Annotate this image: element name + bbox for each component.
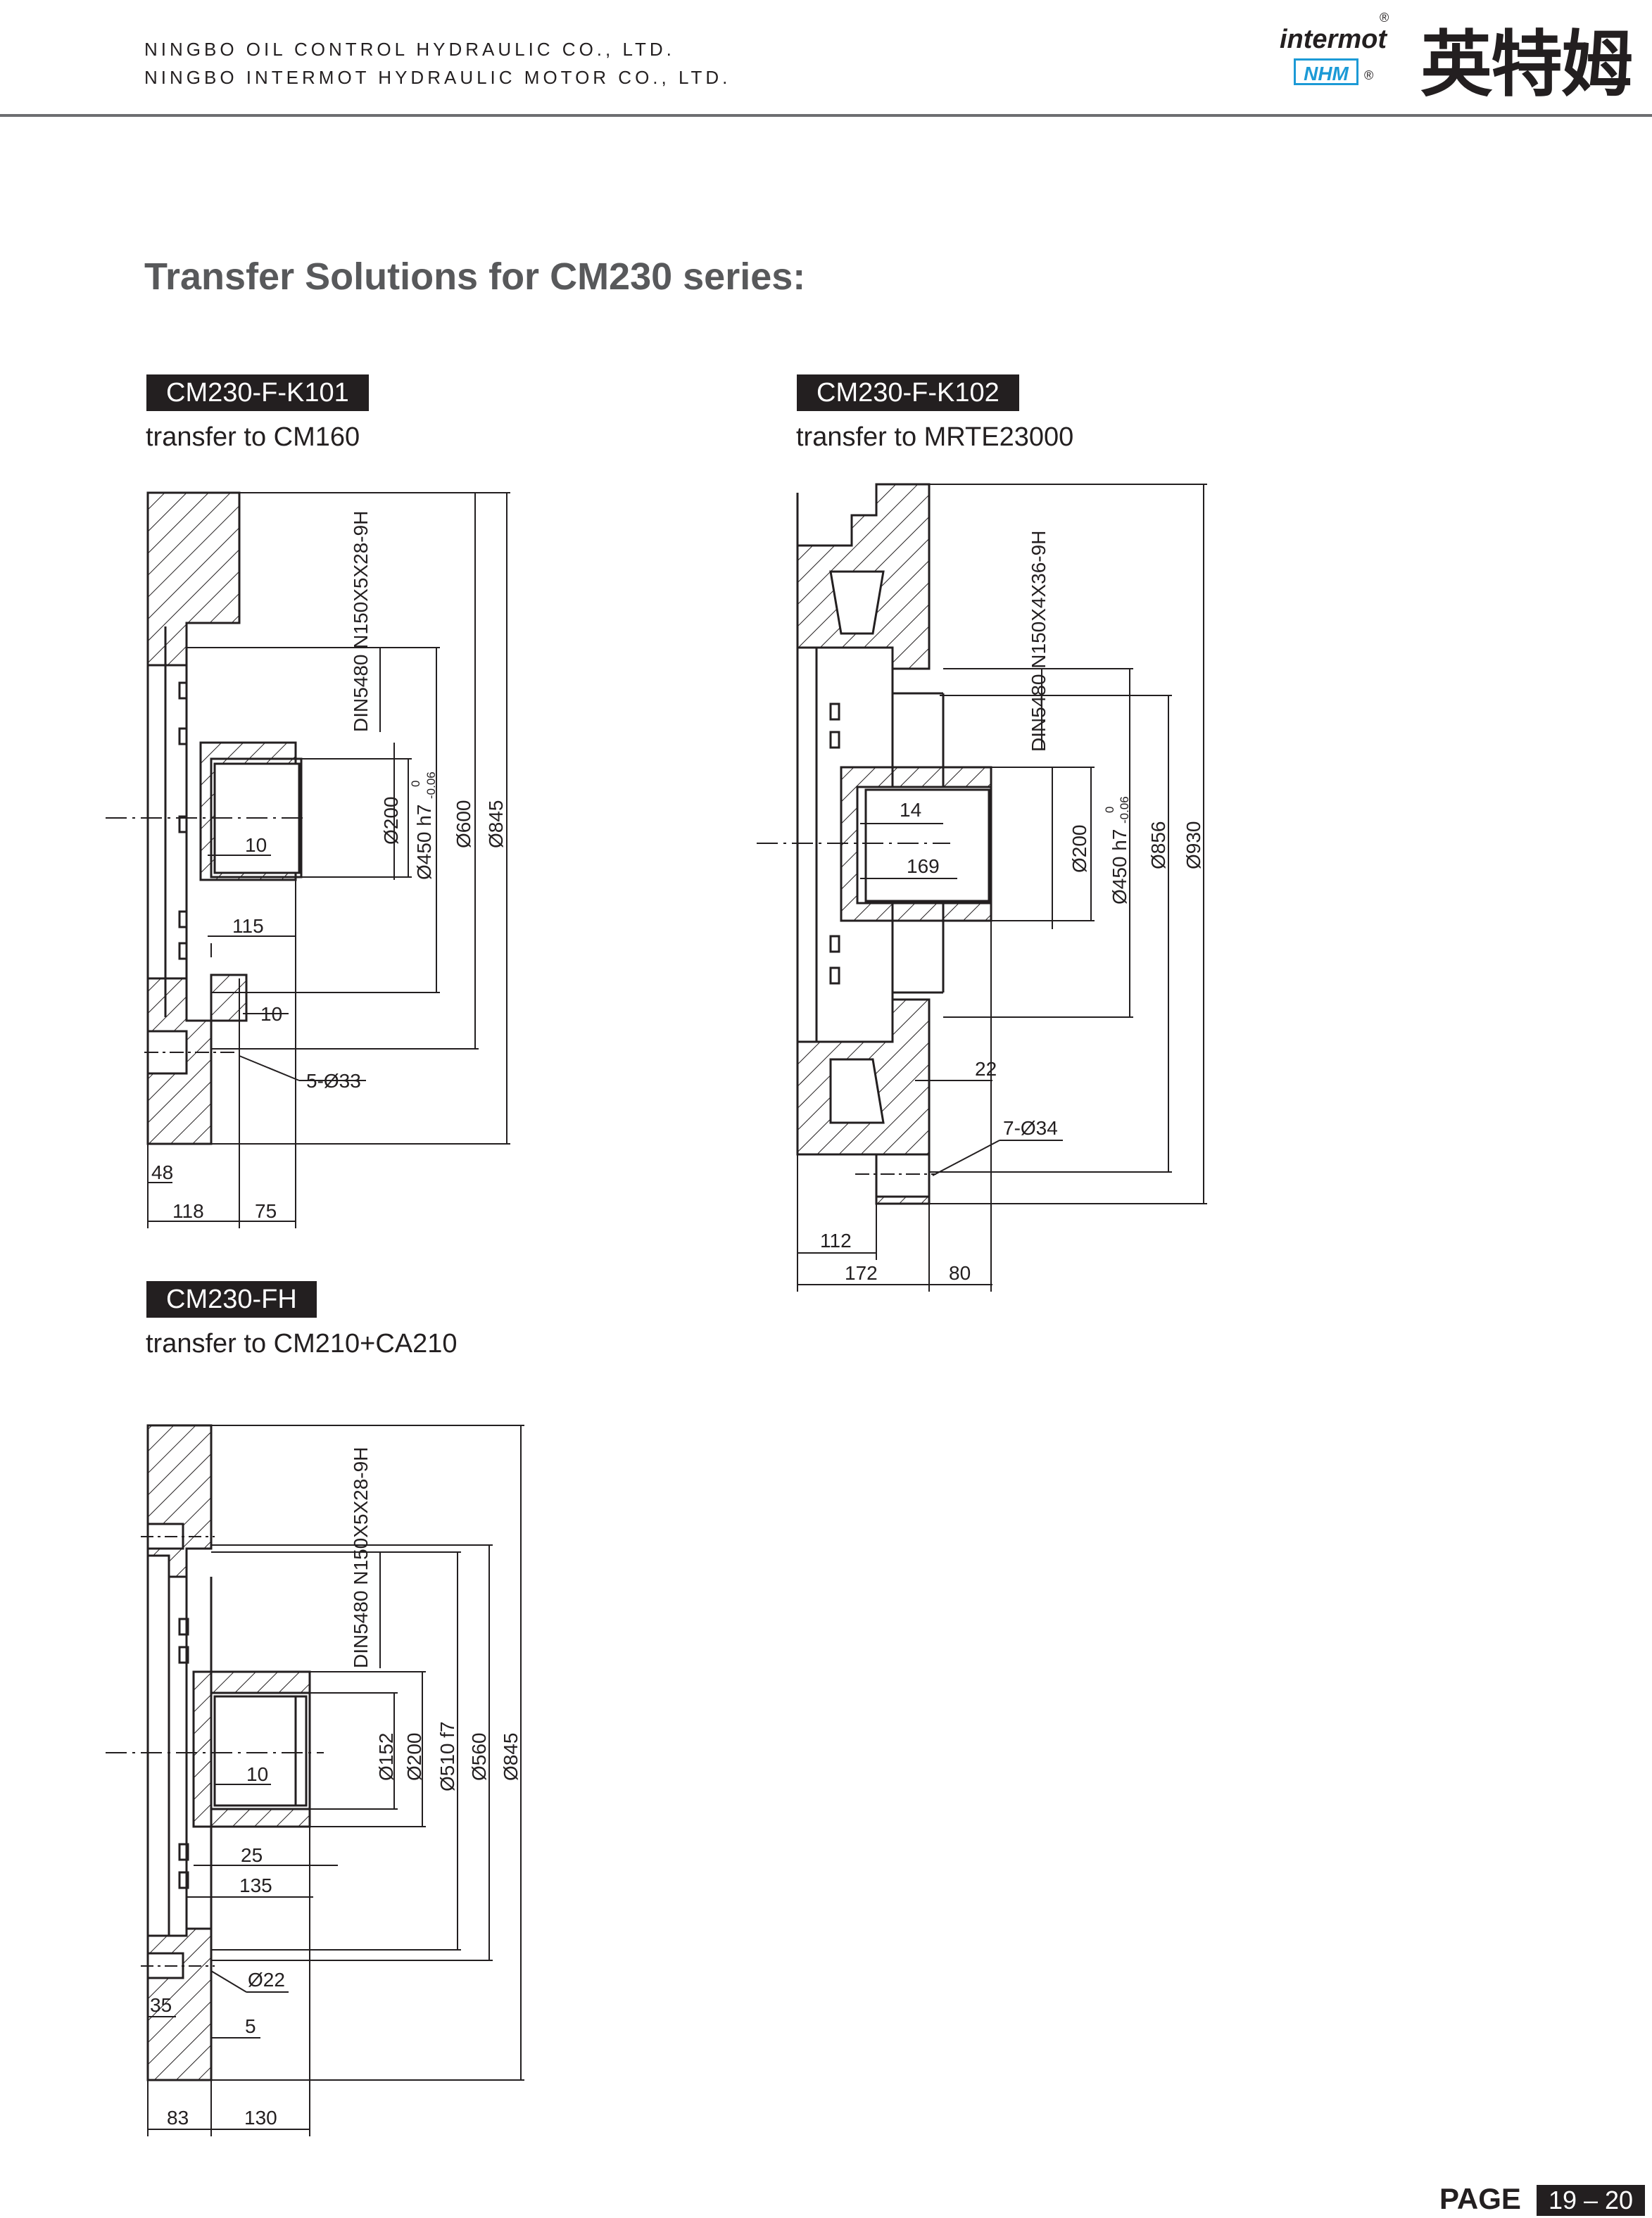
k102-tol-upper: 0	[1103, 807, 1116, 813]
k101-dia-200: Ø200	[380, 797, 402, 845]
chinese-brand-name: 英特姆	[1420, 23, 1633, 107]
description-fh: transfer to CM210+CA210	[146, 1329, 458, 1359]
description-k101: transfer to CM160	[146, 422, 360, 452]
fh-dim-83: 83	[167, 2107, 189, 2129]
company-name-line-2: NINGBO INTERMOT HYDRAULIC MOTOR CO., LTD…	[144, 67, 731, 88]
fh-dia-152: Ø152	[375, 1733, 397, 1782]
k102-dim-bolts: 7-Ø34	[1003, 1117, 1058, 1139]
fh-dim-130: 130	[244, 2107, 277, 2129]
k101-dia-600: Ø600	[453, 800, 474, 849]
k101-dim-10b: 10	[260, 1003, 282, 1025]
k101-top-flange	[146, 491, 241, 667]
company-name-line-1: NINGBO OIL CONTROL HYDRAULIC CO., LTD.	[144, 39, 675, 60]
drawing-k101: 10 115 10 5-Ø33 48 118 75 DIN5480 N150X5…	[106, 491, 510, 1228]
k102-dia-856: Ø856	[1147, 821, 1169, 870]
registered-mark: ®	[1380, 11, 1389, 25]
k101-dim-75: 75	[255, 1200, 277, 1222]
k102-dim-80: 80	[949, 1262, 971, 1284]
drawing-k102: 14 169 22 7-Ø34 112 172 80 DIN5480 N150X…	[757, 483, 1207, 1292]
logo-nhm-badge: NHM	[1294, 58, 1358, 85]
k102-tol-lower: -0.06	[1118, 796, 1131, 824]
k101-dim-10: 10	[245, 834, 267, 856]
fh-dia-200: Ø200	[403, 1733, 425, 1782]
section-title: Transfer Solutions for CM230 series:	[144, 256, 806, 298]
k102-dim-22: 22	[975, 1058, 997, 1080]
fh-dia-510: Ø510 f7	[436, 1721, 458, 1791]
logo-wordmark: intermot	[1280, 25, 1387, 54]
k101-dia-450: Ø450 h7	[413, 805, 435, 880]
header-divider	[0, 114, 1652, 117]
fh-spline-label: DIN5480 N150X5X28-9H	[350, 1447, 372, 1668]
k101-dim-bolts: 5-Ø33	[306, 1070, 361, 1092]
k101-dim-48: 48	[151, 1161, 173, 1183]
k102-spline-label: DIN5480 N150X4X36-9H	[1028, 531, 1049, 752]
fh-dim-35: 35	[150, 1994, 172, 2016]
model-tag-fh: CM230-FH	[146, 1281, 317, 1318]
description-k102: transfer to MRTE23000	[796, 422, 1074, 452]
k101-tol-lower: -0.06	[424, 771, 438, 799]
k101-tol-upper: 0	[409, 781, 422, 787]
page-label: PAGE	[1439, 2182, 1521, 2215]
fh-dia-845: Ø845	[500, 1733, 522, 1782]
page-number: 19 – 20	[1537, 2185, 1645, 2216]
fh-dia-560: Ø560	[468, 1733, 490, 1782]
registered-mark: ®	[1364, 68, 1374, 82]
k101-dim-115: 115	[232, 915, 264, 937]
intermot-logo: intermot NHM ® ®	[1280, 11, 1413, 95]
k102-dia-450: Ø450 h7	[1109, 829, 1130, 905]
drawing-fh: 10 25 135 Ø22 35 5 83 130 DIN5480 N150X5…	[106, 1424, 524, 2136]
k102-dim-14: 14	[900, 799, 921, 821]
model-tag-k101: CM230-F-K101	[146, 374, 369, 411]
k102-dim-169: 169	[907, 855, 940, 877]
fh-dim-135: 135	[239, 1874, 272, 1896]
fh-dim-hole: Ø22	[248, 1969, 285, 1991]
k101-dim-118: 118	[172, 1200, 204, 1222]
k102-dia-930: Ø930	[1183, 821, 1204, 870]
k102-dia-200: Ø200	[1068, 825, 1090, 874]
fh-dim-25: 25	[241, 1844, 263, 1866]
model-tag-k102: CM230-F-K102	[797, 374, 1019, 411]
k102-dim-172: 172	[845, 1262, 878, 1284]
k101-dia-845: Ø845	[485, 800, 507, 849]
fh-top-flange	[146, 1424, 213, 1578]
k101-spline-label: DIN5480 N150X5X28-9H	[350, 511, 372, 732]
k102-dim-112: 112	[820, 1230, 852, 1252]
fh-dim-5: 5	[245, 2015, 256, 2037]
fh-dim-10: 10	[246, 1763, 268, 1785]
